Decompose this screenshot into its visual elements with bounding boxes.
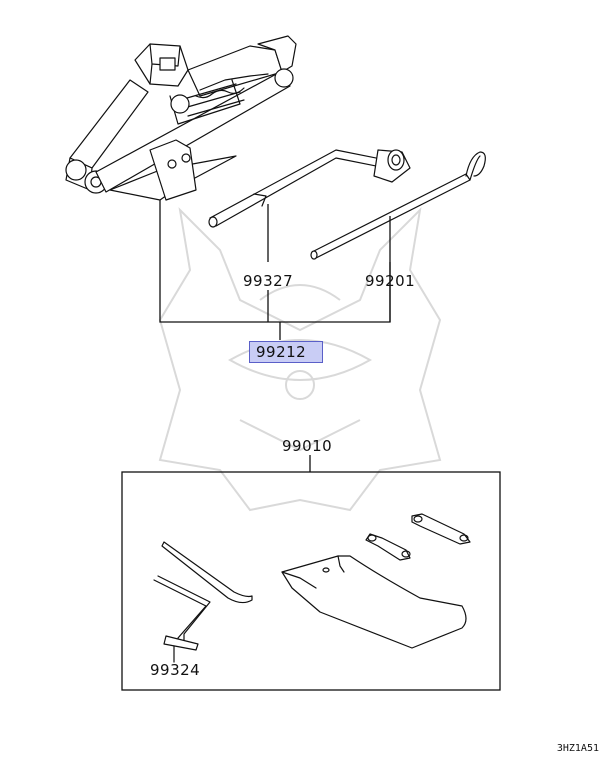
leader-lines-upper <box>159 200 391 340</box>
crank-rod-icon <box>153 575 211 663</box>
part-number-99201[interactable]: 99201 <box>365 272 416 290</box>
scissor-jack-icon <box>65 35 297 201</box>
jack-handle-icon <box>208 149 411 228</box>
tool-bag-icon <box>281 555 467 649</box>
part-number-99327[interactable]: 99327 <box>243 272 294 290</box>
tool-kit-frame <box>121 455 501 691</box>
diagram-code: 3HZ1A51 <box>556 743 599 754</box>
wrench-icon-2 <box>411 513 471 545</box>
part-number-99324[interactable]: 99324 <box>150 661 201 679</box>
hook-rod-icon <box>310 151 486 260</box>
pry-bar-icon <box>161 541 253 604</box>
part-number-99212[interactable]: 99212 <box>249 341 324 363</box>
part-number-99010[interactable]: 99010 <box>282 437 333 455</box>
wrench-icon <box>365 533 411 561</box>
